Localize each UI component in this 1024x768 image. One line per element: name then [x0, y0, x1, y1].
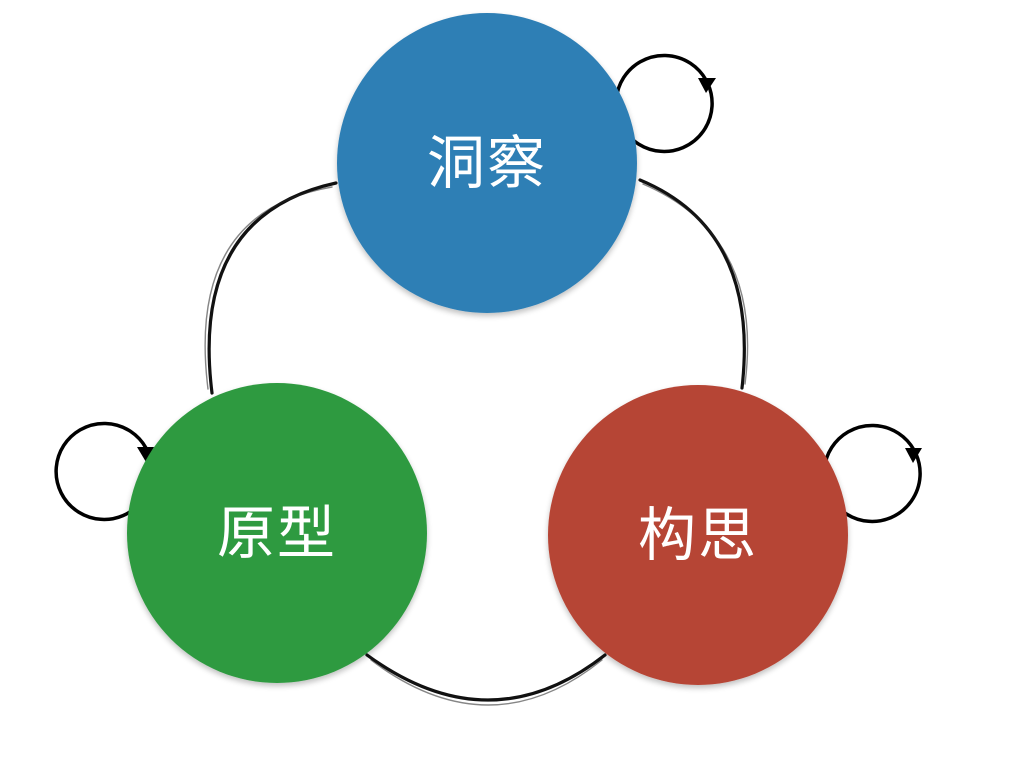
node-ideation[interactable]: 构思	[548, 385, 848, 685]
connector-prototype-insight-texture	[204, 186, 333, 390]
connector-ideation-prototype	[365, 653, 607, 702]
connectors	[204, 178, 749, 706]
connector-insight-ideation	[638, 178, 746, 390]
node-insight[interactable]: 洞察	[337, 13, 637, 313]
connector-insight-ideation-texture	[642, 183, 749, 385]
node-insight-label: 洞察	[427, 129, 547, 197]
node-prototype-circle	[127, 383, 427, 683]
node-prototype[interactable]: 原型	[127, 383, 427, 683]
node-insight-circle	[337, 13, 637, 313]
node-ideation-circle	[548, 385, 848, 685]
node-ideation-label: 构思	[638, 501, 758, 569]
node-prototype-label: 原型	[217, 499, 337, 567]
connector-ideation-prototype-texture	[370, 659, 603, 706]
connector-prototype-insight	[207, 181, 338, 395]
